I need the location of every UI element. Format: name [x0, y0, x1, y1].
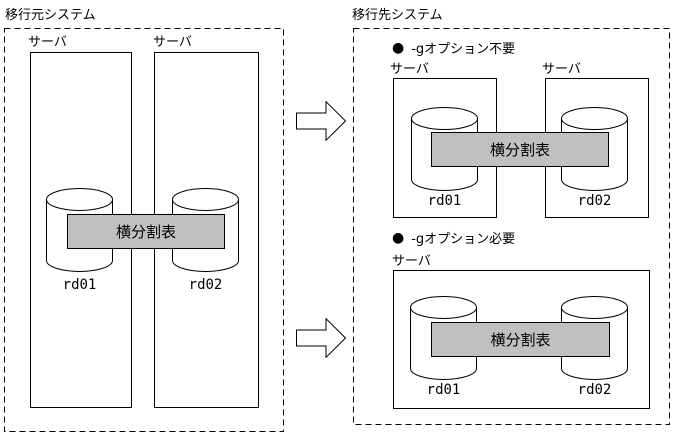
source-system-title: 移行元システム: [5, 8, 96, 23]
source-server2-label: サーバ: [153, 35, 192, 50]
target-section1-db1-label: rd01: [427, 193, 462, 209]
section2-heading: ● -gオプション必要: [392, 228, 516, 248]
source-db2-label: rd02: [188, 277, 223, 293]
target-system-title: 移行先システム: [352, 8, 443, 23]
partition-table-bar: 横分割表: [67, 214, 225, 249]
target-section2-server-label: サーバ: [392, 254, 431, 269]
source-system-dashed-border: [4, 28, 284, 432]
section1-label: -gオプション不要: [411, 42, 516, 57]
target-section1-db2-label: rd02: [577, 193, 612, 209]
target-section1-server2-label: サーバ: [542, 62, 581, 77]
section2-label: -gオプション必要: [411, 232, 516, 247]
arrow-right-icon: [296, 101, 347, 141]
source-db1-label: rd01: [62, 277, 97, 293]
target-section1-server1-label: サーバ: [390, 62, 429, 77]
partition-table-label: 横分割表: [115, 223, 176, 241]
partition-table-label: 横分割表: [490, 331, 551, 349]
partition-table-bar: 横分割表: [431, 132, 609, 167]
bullet-icon: ●: [392, 39, 405, 56]
target-section2-db1-label: rd01: [426, 382, 461, 398]
target-system-dashed-border: [353, 28, 670, 425]
target-section2-db2-label: rd02: [577, 382, 612, 398]
source-server1-label: サーバ: [28, 35, 67, 50]
section1-heading: ● -gオプション不要: [392, 38, 516, 58]
target-section2-server-box: [393, 270, 650, 409]
bullet-icon: ●: [392, 229, 405, 246]
arrow-right-icon: [296, 318, 347, 358]
partition-table-bar: 横分割表: [431, 322, 610, 357]
partition-table-label: 横分割表: [489, 141, 550, 159]
